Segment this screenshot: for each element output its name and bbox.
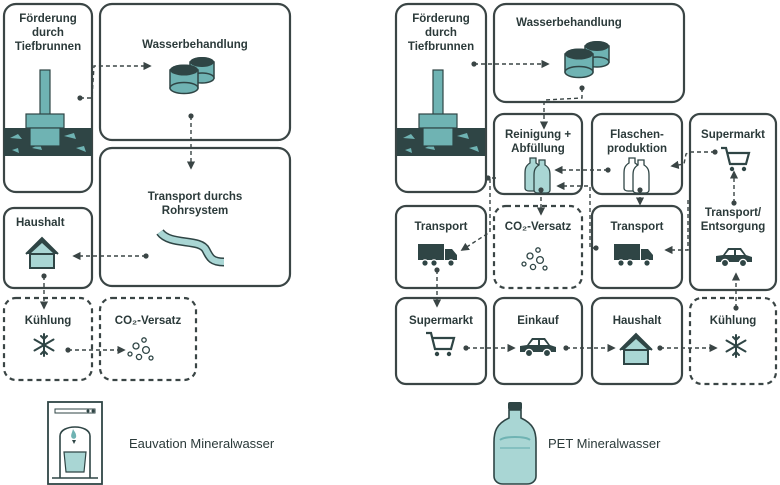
box-transport-rohr (98, 146, 292, 288)
label-haushalt-left: Haushalt (16, 217, 65, 229)
box-supermarkt-bottom (394, 296, 488, 386)
label-transport-rohr: Transport durchs Rohrsystem (147, 191, 243, 217)
label-kuehlung-right: Kühlung (709, 315, 757, 327)
label-transport-mid: Transport (610, 221, 664, 233)
label-reinigung: Reinigung + Abfüllung (504, 129, 572, 155)
label-kuehlung-left: Kühlung (24, 315, 72, 327)
label-foerderung-right: Förderung durch Tiefbrunnen (407, 13, 475, 53)
caption-eauvation: Eauvation Mineralwasser (129, 436, 275, 451)
label-supermarkt-bottom: Supermarkt (409, 315, 473, 327)
right-flow-arrows (432, 59, 741, 353)
label-supermarkt-top: Supermarkt (701, 129, 765, 141)
bottle-icon (493, 402, 537, 485)
label-co2-left: CO₂-Versatz (114, 315, 182, 327)
label-wasserbehandlung-right: Wasserbehandlung (516, 17, 622, 29)
box-kuehlung-left (2, 296, 94, 382)
dispenser-icon (47, 401, 103, 485)
label-haushalt-right: Haushalt (612, 315, 662, 327)
label-einkauf: Einkauf (517, 315, 559, 327)
left-flow-arrows (39, 61, 196, 355)
label-foerderung-left: Förderung durch Tiefbrunnen (14, 13, 82, 53)
left-diagram (2, 2, 292, 485)
right-diagram (394, 2, 778, 485)
label-flaschen: Flaschen- produktion (606, 129, 668, 155)
label-transport-entsorgung: Transport/ Entsorgung (700, 207, 766, 233)
label-co2-right: CO₂-Versatz (504, 221, 572, 233)
label-transport-left: Transport (414, 221, 468, 233)
box-flaschen (590, 112, 684, 196)
box-co2-left (98, 296, 198, 382)
box-kuehlung-right (688, 296, 778, 386)
caption-pet: PET Mineralwasser (548, 436, 661, 451)
box-co2-right (492, 204, 584, 290)
label-wasserbehandlung-left: Wasserbehandlung (142, 39, 248, 51)
